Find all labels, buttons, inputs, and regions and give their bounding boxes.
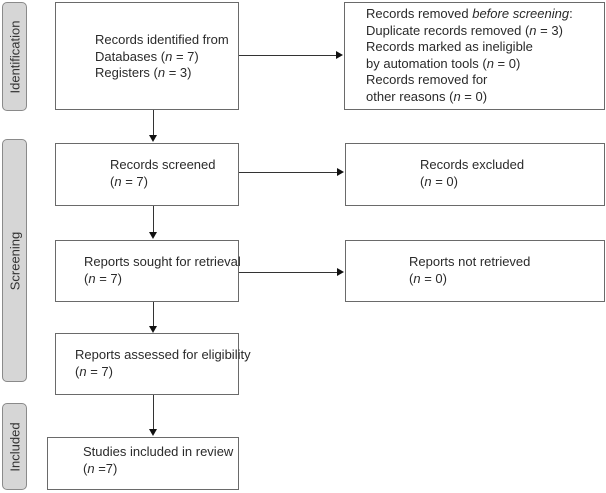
text-segment: Reports not retrieved	[409, 254, 531, 269]
text-segment: (	[110, 173, 115, 189]
box-reports-assessed: Reports assessed for eligibility(n = 7)	[55, 333, 251, 395]
text-segment: n	[486, 55, 494, 71]
text-segment: =7)	[94, 460, 118, 476]
box-text-line: Records excluded	[420, 157, 524, 174]
phase-screening: Screening	[2, 139, 27, 382]
text-segment: n	[453, 88, 461, 104]
box-text-line: Records removed for	[366, 72, 573, 89]
text-segment: n	[114, 173, 122, 189]
text-segment: Records excluded	[420, 157, 525, 172]
text-segment: n	[157, 65, 166, 80]
box-text-line: (n = 0)	[409, 271, 530, 288]
arrowhead-icon	[149, 429, 157, 436]
box-text-line: Duplicate records removed (n = 3)	[366, 23, 573, 40]
box-text-line: Reports sought for retrieval	[84, 254, 241, 271]
text-segment: = 7)	[86, 363, 113, 379]
text-segment: :	[569, 6, 573, 21]
text-segment: n	[79, 363, 87, 379]
phase-label: Identification	[7, 20, 22, 93]
text-segment: Reports assessed for eligibility	[75, 347, 251, 362]
text-segment: Records identified from	[95, 32, 229, 47]
text-segment: n	[88, 270, 96, 286]
text-segment: n	[424, 173, 432, 189]
text-segment: Duplicate records removed (	[366, 22, 530, 38]
text-segment: Registers (	[95, 65, 158, 80]
text-segment: (	[75, 363, 80, 379]
text-segment: (	[420, 173, 425, 189]
text-segment: (	[409, 270, 414, 286]
text-segment: n	[165, 48, 173, 64]
box-text-line: Reports not retrieved	[409, 254, 530, 271]
text-segment: n	[529, 22, 537, 38]
text-segment: Reports sought for retrieval	[84, 254, 241, 269]
text-segment: (	[84, 270, 89, 286]
text-segment: = 0)	[431, 173, 458, 189]
box-text-line: Records removed before screening:	[366, 6, 573, 23]
text-segment: by automation tools (	[366, 55, 487, 71]
arrowhead-icon	[149, 135, 157, 142]
arrowhead-icon	[337, 268, 344, 276]
box-text-line: (n = 7)	[110, 174, 216, 191]
text-segment: n	[87, 460, 95, 476]
arrow-to-not-retrieved	[239, 272, 338, 273]
box-text-line: (n = 7)	[75, 364, 251, 381]
arrow-to-screened	[153, 110, 154, 136]
text-segment: = 7)	[172, 48, 199, 64]
text-segment: = 0)	[460, 88, 488, 104]
text-segment: = 3)	[165, 65, 192, 80]
box-text-line: (n = 0)	[420, 174, 524, 191]
box-reports-sought: Reports sought for retrieval(n = 7)	[55, 240, 241, 302]
box-text-line: (n = 7)	[84, 271, 241, 288]
text-segment: Databases (	[95, 48, 166, 64]
arrowhead-icon	[149, 232, 157, 239]
box-text-line: Registers (n = 3)	[95, 65, 229, 82]
phase-included: Included	[2, 403, 27, 490]
arrowhead-icon	[149, 326, 157, 333]
box-records-screened: Records screened(n = 7)	[55, 143, 239, 206]
arrowhead-icon	[336, 51, 343, 59]
phase-label: Included	[7, 421, 22, 472]
box-reports-not-retrieved: Reports not retrieved(n = 0)	[345, 240, 605, 302]
phase-identification: Identification	[2, 2, 27, 111]
text-segment: = 7)	[121, 173, 148, 189]
box-studies-included: Studies included in review(n =7)	[47, 437, 239, 490]
arrowhead-icon	[337, 168, 344, 176]
text-segment: = 7)	[95, 270, 122, 286]
phase-label: Screening	[7, 231, 22, 290]
arrow-to-included	[153, 395, 154, 430]
arrow-to-sought	[153, 206, 154, 233]
text-segment: before screening	[472, 6, 570, 21]
box-text-line: other reasons (n = 0)	[366, 89, 573, 106]
text-segment: Studies included in review	[83, 444, 234, 459]
box-text-line: Records screened	[110, 157, 216, 174]
box-records-removed: Records removed before screening:Duplica…	[344, 2, 605, 110]
text-segment: Records screened	[110, 157, 216, 172]
arrow-to-removed	[239, 55, 337, 56]
text-segment: other reasons (	[366, 88, 454, 104]
text-segment: = 3)	[536, 22, 563, 38]
box-text-line: Records marked as ineligible	[366, 39, 573, 56]
box-text-line: Studies included in review	[83, 444, 233, 461]
text-segment: Records removed	[366, 6, 473, 21]
text-segment: n	[413, 270, 421, 286]
box-text-line: Databases (n = 7)	[95, 49, 229, 66]
box-text-line: Records identified from	[95, 32, 229, 49]
box-text-line: Reports assessed for eligibility	[75, 347, 251, 364]
text-segment: = 0)	[493, 55, 521, 71]
text-segment: Records marked as ineligible	[366, 39, 533, 54]
arrow-to-excluded	[239, 172, 338, 173]
box-text-line: (n =7)	[83, 461, 233, 478]
text-segment: Records removed for	[366, 72, 488, 87]
box-records-excluded: Records excluded(n = 0)	[345, 143, 605, 206]
text-segment: (	[83, 460, 88, 476]
text-segment: = 0)	[420, 270, 447, 286]
arrow-to-assessed	[153, 302, 154, 327]
box-text-line: by automation tools (n = 0)	[366, 56, 573, 73]
